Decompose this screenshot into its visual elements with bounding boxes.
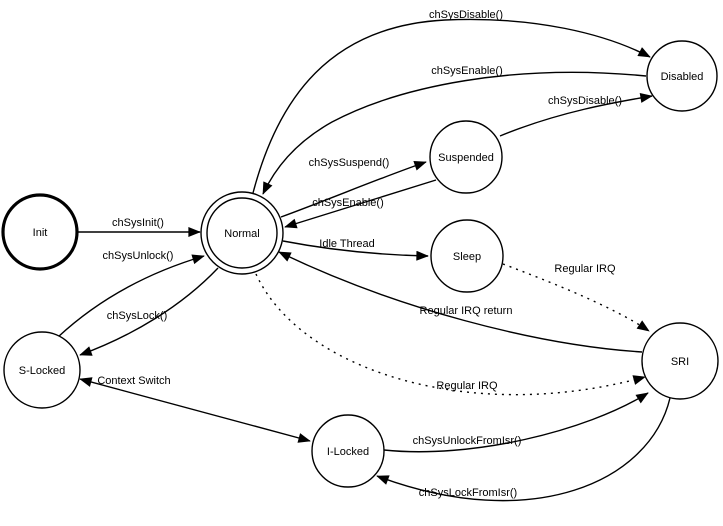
state-circle-i-locked bbox=[311, 414, 385, 488]
transition-edge-idle-thread bbox=[282, 240, 429, 261]
state-node-suspended: Suspended bbox=[429, 120, 503, 194]
state-circle-sleep bbox=[430, 219, 504, 293]
state-node-sri: SRI bbox=[641, 322, 719, 400]
transition-edge-chsysunlockfromisr bbox=[383, 392, 649, 453]
state-inner-circle-normal bbox=[206, 197, 278, 269]
transition-edge-chsysenable-disabled bbox=[262, 71, 647, 195]
transition-label-chsysenable-suspended: chSysEnable() bbox=[312, 197, 384, 209]
transition-edge-chsysunlock bbox=[57, 254, 205, 338]
state-node-i-locked: I-Locked bbox=[311, 414, 385, 488]
transition-label-chsysdisable-suspended: chSysDisable() bbox=[548, 95, 622, 107]
transition-label-chsyslock: chSysLock() bbox=[107, 310, 168, 322]
state-node-sleep: Sleep bbox=[430, 219, 504, 293]
transition-edge-context-switch bbox=[79, 377, 311, 443]
nodes-layer: Init Normal DisabledSuspendedSleepS-Locked… bbox=[1, 40, 719, 488]
state-node-init: Init bbox=[1, 193, 79, 271]
state-label-sri: SRI bbox=[671, 356, 689, 368]
state-circle-s-locked bbox=[3, 331, 81, 409]
transition-label-chsysinit: chSysInit() bbox=[112, 217, 164, 229]
transition-edge-chsyslockfromisr bbox=[376, 397, 671, 502]
state-label-sleep: Sleep bbox=[453, 251, 481, 263]
transition-edge-chsyssuspend bbox=[280, 161, 427, 218]
transition-edge-chsysenable-suspended bbox=[284, 179, 437, 229]
state-label-suspended: Suspended bbox=[438, 152, 494, 164]
edges-layer: chSysInit() chSysUnlock() chSysLock() Conte… bbox=[57, 9, 671, 502]
state-node-disabled: Disabled bbox=[646, 40, 718, 112]
state-circle-sri bbox=[641, 322, 719, 400]
state-label-i-locked: I-Locked bbox=[327, 446, 369, 458]
transition-edge-chsysdisable-normal bbox=[252, 18, 651, 194]
transition-label-chsysunlockfromisr: chSysUnlockFromIsr() bbox=[413, 435, 522, 447]
transition-edge-regular-irq-return bbox=[278, 251, 643, 353]
transition-label-chsysunlock: chSysUnlock() bbox=[103, 250, 174, 262]
state-circle-suspended bbox=[429, 120, 503, 194]
transition-label-regular-irq-sleep: Regular IRQ bbox=[554, 263, 616, 275]
transition-label-regular-irq-return: Regular IRQ return bbox=[420, 305, 513, 317]
state-circle-init bbox=[1, 193, 79, 271]
state-label-init: Init bbox=[33, 227, 48, 239]
transition-label-regular-irq-normal: Regular IRQ bbox=[436, 380, 498, 392]
state-label-s-locked: S-Locked bbox=[19, 365, 65, 377]
transition-label-chsyslockfromisr: chSysLockFromIsr() bbox=[419, 487, 517, 499]
transition-edge-regular-irq-normal bbox=[255, 273, 646, 396]
transition-label-context-switch: Context Switch bbox=[97, 375, 170, 387]
state-circle-disabled bbox=[646, 40, 718, 112]
state-label-disabled: Disabled bbox=[661, 71, 704, 83]
transition-label-chsyssuspend: chSysSuspend() bbox=[309, 157, 390, 169]
state-node-s-locked: S-Locked bbox=[3, 331, 81, 409]
transition-edge-chsyslock bbox=[79, 267, 219, 356]
transition-edge-chsysdisable-suspended bbox=[499, 92, 653, 137]
transition-label-chsysenable-disabled: chSysEnable() bbox=[431, 65, 503, 77]
transition-label-chsysdisable-normal: chSysDisable() bbox=[429, 9, 503, 21]
state-label-normal: Normal bbox=[224, 228, 259, 240]
state-node-normal: Normal bbox=[200, 191, 284, 275]
transition-label-idle-thread: Idle Thread bbox=[319, 238, 374, 250]
